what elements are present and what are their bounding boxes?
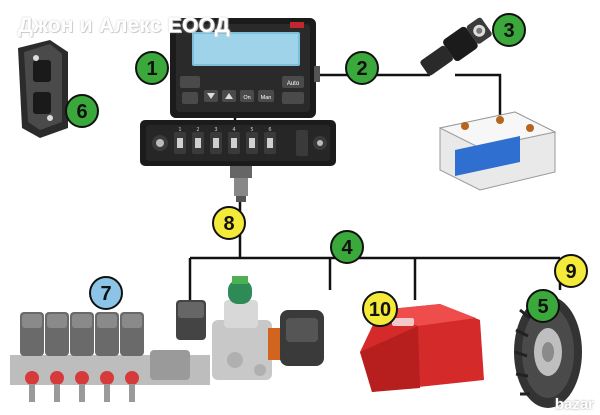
callout-1: 1 bbox=[135, 51, 169, 85]
controller-keypad bbox=[180, 76, 304, 104]
callout-label: 1 bbox=[146, 58, 157, 80]
callout-badge bbox=[135, 51, 169, 85]
callout-label: 8 bbox=[223, 213, 234, 235]
controller-key-auto: Auto bbox=[287, 81, 300, 87]
mounting-bracket bbox=[18, 40, 68, 138]
callouts: 1 2 3 4 5 6 7 8 9 10 bbox=[65, 13, 588, 327]
section-switch-1: 1 bbox=[174, 127, 186, 154]
callout-badge bbox=[89, 276, 123, 310]
section-switch-4: 4 bbox=[228, 127, 240, 154]
callout-badge bbox=[212, 206, 246, 240]
valve-unit bbox=[45, 312, 69, 402]
section-switch-box: 1 2 3 4 5 6 bbox=[140, 120, 336, 202]
regulation-valve bbox=[212, 276, 324, 380]
callout-badge bbox=[554, 254, 588, 288]
callout-3: 3 bbox=[492, 13, 526, 47]
section-switch-number: 2 bbox=[196, 127, 199, 133]
callout-8: 8 bbox=[212, 206, 246, 240]
valve-unit bbox=[70, 312, 94, 402]
section-switch-number: 5 bbox=[250, 127, 253, 133]
section-switch-number: 1 bbox=[178, 127, 181, 133]
valve-unit bbox=[95, 312, 119, 402]
section-switch-2: 2 bbox=[192, 127, 204, 154]
callout-badge bbox=[345, 51, 379, 85]
callout-label: 2 bbox=[356, 58, 367, 80]
section-switch-number: 6 bbox=[268, 127, 271, 133]
controller-key-man: Man bbox=[261, 95, 272, 101]
callout-badge bbox=[330, 230, 364, 264]
callout-label: 10 bbox=[369, 299, 391, 321]
callout-label: 4 bbox=[341, 237, 353, 259]
section-switch-number: 4 bbox=[232, 127, 235, 133]
section-switch-6: 6 bbox=[264, 127, 276, 154]
callout-label: 7 bbox=[100, 283, 111, 305]
section-valves bbox=[10, 300, 210, 402]
battery-label bbox=[455, 136, 520, 176]
valve-units bbox=[20, 312, 144, 402]
callout-7: 7 bbox=[89, 276, 123, 310]
section-switch-5: 5 bbox=[246, 127, 258, 154]
callout-4: 4 bbox=[330, 230, 364, 264]
valve-unit bbox=[120, 312, 144, 402]
callout-badge bbox=[362, 291, 398, 327]
power-connector bbox=[420, 17, 492, 76]
callout-6: 6 bbox=[65, 94, 99, 128]
controller-key-on: On bbox=[243, 95, 250, 101]
valve-unit bbox=[20, 312, 44, 402]
callout-5: 5 bbox=[526, 289, 560, 323]
arrow-down-icon bbox=[207, 93, 215, 99]
section-switch-3: 3 bbox=[210, 127, 222, 154]
callout-badge bbox=[526, 289, 560, 323]
corner-logo: bazar bbox=[554, 396, 594, 413]
cable-power-to-battery bbox=[455, 73, 502, 125]
arrow-up-icon bbox=[225, 93, 233, 99]
section-switches: 1 2 3 4 5 6 bbox=[174, 127, 276, 154]
callout-label: 5 bbox=[537, 296, 548, 318]
red-cover bbox=[360, 304, 484, 392]
controller-console: Auto On Man bbox=[170, 18, 320, 118]
watermark-text: Джон и Алекс ЕООД bbox=[18, 14, 230, 37]
battery bbox=[438, 111, 557, 191]
callout-badge bbox=[65, 94, 99, 128]
callout-2: 2 bbox=[345, 51, 379, 85]
callout-label: 9 bbox=[565, 261, 576, 283]
wheel-sensor bbox=[514, 296, 582, 408]
callout-badge bbox=[492, 13, 526, 47]
callout-10: 10 bbox=[362, 291, 398, 327]
callout-label: 3 bbox=[503, 20, 514, 42]
section-switch-number: 3 bbox=[214, 127, 217, 133]
callout-9: 9 bbox=[554, 254, 588, 288]
callout-label: 6 bbox=[76, 101, 87, 123]
tread bbox=[514, 308, 531, 396]
